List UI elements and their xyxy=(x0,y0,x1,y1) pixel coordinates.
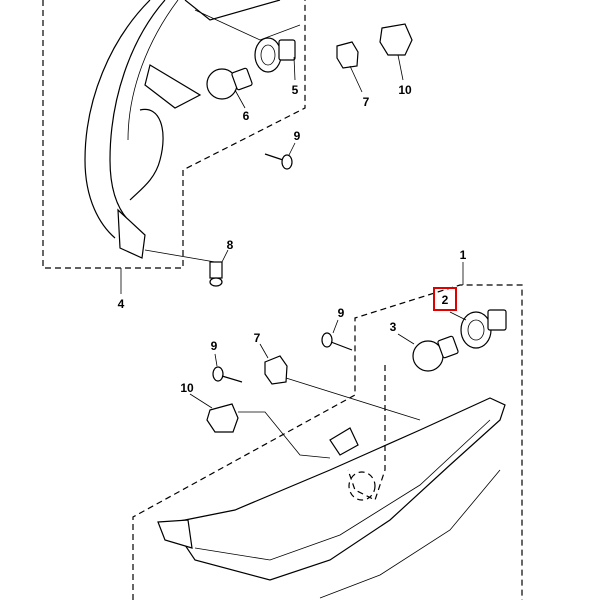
mount-tab xyxy=(117,208,146,259)
label-7-top: 7 xyxy=(363,95,370,109)
bracket-lower xyxy=(329,427,359,456)
screw-9-top xyxy=(264,153,293,170)
lamp-housing-outer xyxy=(84,0,151,239)
lens-upper xyxy=(129,108,164,201)
mount-tab-lower xyxy=(157,519,193,549)
clip-10-top xyxy=(379,23,413,56)
grommet-7-bottom xyxy=(264,355,288,385)
bolt-8 xyxy=(209,261,223,287)
grommet-7-top xyxy=(336,41,359,69)
label-8: 8 xyxy=(227,238,234,252)
label-10-bottom: 10 xyxy=(180,381,194,395)
label-4: 4 xyxy=(118,297,125,311)
label-6: 6 xyxy=(243,109,250,123)
label-1: 1 xyxy=(460,248,467,262)
lamp-housing-lower xyxy=(158,397,506,581)
label-10-top: 10 xyxy=(398,83,412,97)
label-7-bottom: 7 xyxy=(254,331,261,345)
label-5: 5 xyxy=(292,83,299,97)
bulb-6 xyxy=(206,67,253,100)
label-2[interactable]: 2 xyxy=(442,293,449,307)
screw-9-bottom-a xyxy=(321,332,353,351)
label-9-bottom-a: 9 xyxy=(338,306,345,320)
socket-2 xyxy=(460,309,507,349)
bulb-hidden-outline xyxy=(347,365,386,501)
label-9-bottom-b: 9 xyxy=(211,339,218,353)
bracket-upper xyxy=(144,64,202,109)
screw-9-bottom-b xyxy=(212,366,243,383)
label-9-top: 9 xyxy=(294,129,301,143)
highlight-box-2 xyxy=(433,287,457,311)
bulb-3 xyxy=(412,335,459,372)
assembly-1-boundary xyxy=(132,284,523,600)
upper-assembly-group xyxy=(42,0,413,294)
clip-10-bottom xyxy=(206,403,239,433)
label-3: 3 xyxy=(390,320,397,334)
assembly-4-boundary xyxy=(42,0,306,269)
lower-assembly-group xyxy=(132,262,523,600)
socket-5 xyxy=(254,37,296,73)
